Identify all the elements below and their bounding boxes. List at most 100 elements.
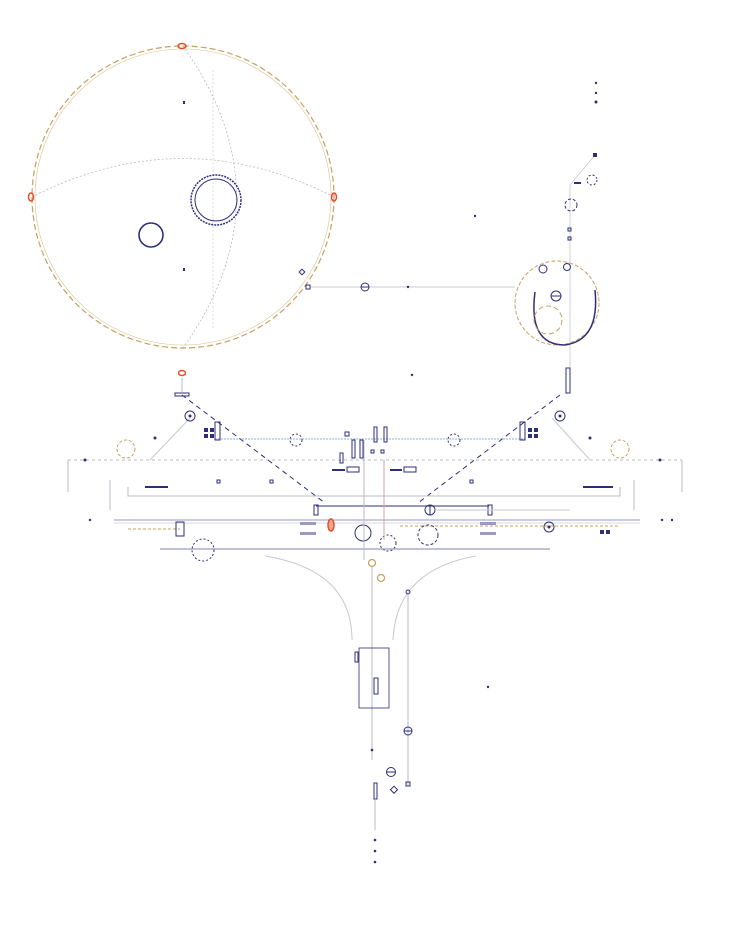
drawing-mark [417, 524, 439, 546]
drawing-mark [264, 555, 353, 641]
drawing-mark [149, 417, 191, 461]
drawing-mark [567, 227, 572, 232]
drawing-mark [574, 182, 581, 184]
drawing-mark [191, 538, 215, 562]
drawing-mark [313, 504, 319, 516]
drawing-mark [600, 530, 604, 534]
drawing-mark [370, 449, 375, 454]
drawing-mark [300, 532, 316, 535]
drawing-mark [586, 174, 598, 186]
drawing-mark [514, 260, 600, 346]
equator [31, 158, 335, 198]
stem [264, 555, 477, 864]
drawing-mark [405, 589, 411, 595]
red-marker-center [327, 518, 335, 532]
drawing-mark [473, 214, 477, 218]
drawing-mark [406, 285, 410, 289]
red-marker-top [177, 42, 187, 50]
drawing-mark [519, 421, 526, 441]
drawing-mark [300, 522, 316, 525]
drawing-mark [351, 439, 356, 459]
drawing-mark [204, 434, 208, 438]
red-marker-right [330, 192, 338, 202]
drawing-mark [188, 414, 192, 418]
inner-circle-large [190, 174, 242, 226]
drawing-mark [210, 434, 214, 438]
drawing-mark [670, 518, 674, 522]
drawing-mark [594, 100, 598, 104]
drawing-mark [383, 426, 388, 443]
drawing-mark [480, 532, 496, 535]
drawing-mark [534, 428, 538, 432]
drawing-mark [558, 414, 562, 418]
drawing-mark [534, 434, 538, 438]
drawing-mark [269, 479, 274, 484]
drawing-mark [480, 522, 496, 525]
drawing-mark [389, 785, 399, 794]
drawing-mark [214, 421, 221, 441]
drawing-mark [373, 782, 378, 800]
central-assembly [67, 378, 683, 562]
drawing-mark [305, 284, 311, 290]
drawing-mark [373, 677, 379, 695]
drawing-mark [216, 479, 221, 484]
drawing-mark [538, 264, 548, 274]
drawing-mark [547, 525, 551, 529]
drawing-mark [528, 434, 532, 438]
red-marker-left [27, 192, 35, 202]
drawing-mark [83, 458, 87, 462]
small-square [298, 268, 306, 276]
drawing-mark [554, 410, 566, 422]
drawing-mark [354, 651, 359, 663]
drawing-mark [376, 573, 386, 583]
drawing-mark [551, 417, 591, 461]
drawing-mark [339, 452, 344, 464]
inner-circle-large-ring [194, 178, 238, 222]
navy-arc [533, 289, 597, 346]
drawing-mark [447, 433, 461, 447]
drawing-mark [184, 410, 196, 422]
drawing-mark [153, 436, 157, 440]
drawing-mark [565, 367, 571, 394]
drawing-mark [289, 433, 303, 447]
drawing-mark [564, 198, 578, 212]
drawing-mark [373, 838, 377, 842]
drawing-mark [569, 154, 596, 380]
drawing-mark [660, 518, 664, 522]
small-sphere [410, 81, 600, 689]
drawing-mark [210, 428, 214, 432]
sphere-outline-inner [34, 48, 332, 346]
connector [305, 282, 515, 292]
red-marker-bottom [177, 369, 187, 377]
inner-circle-small [138, 222, 164, 248]
drawing-mark [606, 530, 610, 534]
drawing-mark [367, 558, 377, 568]
drawing-mark [405, 781, 411, 787]
drawing-mark [410, 373, 414, 377]
drawing-mark [469, 479, 474, 484]
drawing-mark [392, 555, 477, 641]
drawing-mark [380, 449, 385, 454]
drawing-mark [567, 236, 572, 241]
drawing-mark [594, 81, 598, 85]
drawing-mark [594, 91, 598, 95]
drawing-mark [658, 458, 662, 462]
large-sphere [27, 42, 338, 377]
diagonal-left [181, 394, 326, 504]
drawing-mark [346, 466, 360, 473]
drawing-mark [533, 305, 563, 335]
drawing-mark [379, 534, 397, 552]
drawing-mark [543, 521, 555, 533]
drawing-mark [563, 263, 571, 271]
drawing-mark [593, 153, 597, 157]
drawing-mark [373, 860, 377, 864]
dot [183, 101, 185, 104]
drawing-mark [116, 439, 136, 459]
sphere-outline-dashed [31, 45, 335, 349]
drawing-mark [88, 518, 92, 522]
drawing-mark [610, 439, 630, 459]
drawing-mark [175, 521, 185, 537]
diagonal-right [417, 394, 561, 504]
drawing-mark [344, 431, 350, 437]
